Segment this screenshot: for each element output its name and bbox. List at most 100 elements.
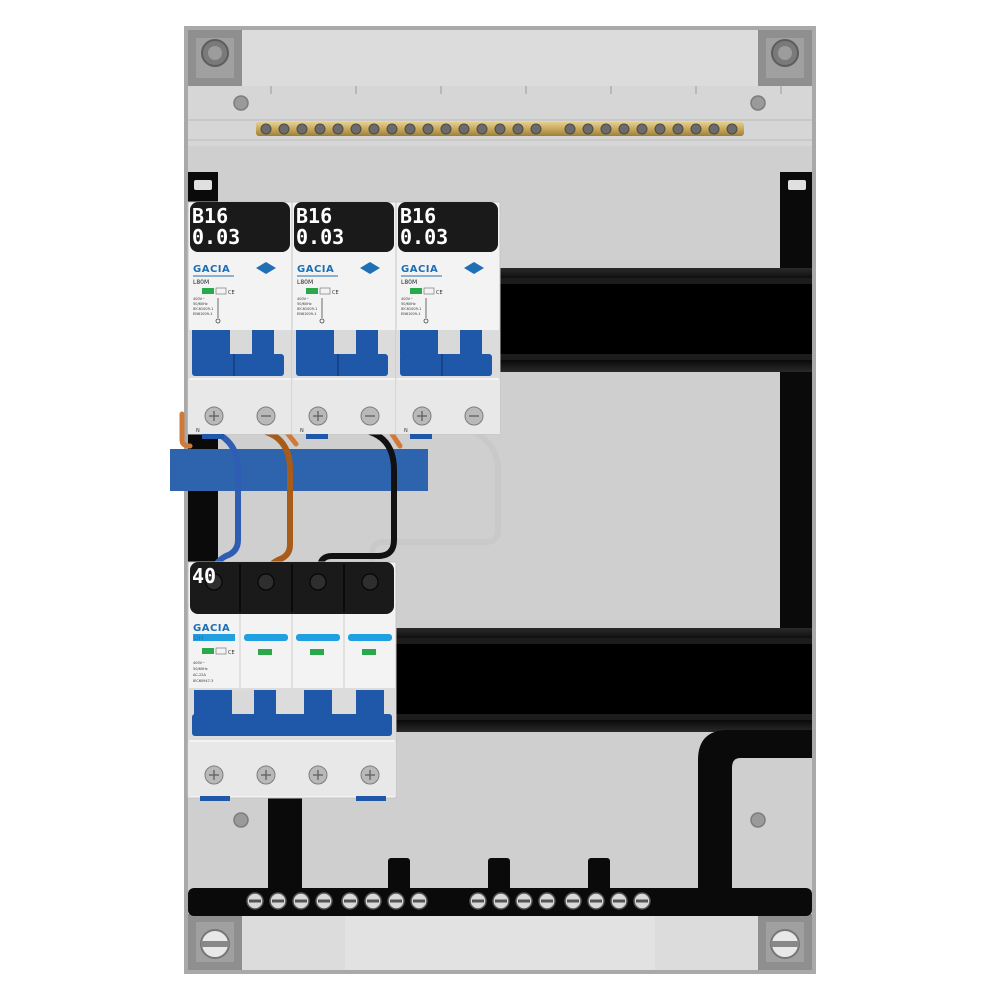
pe-terminal-screw xyxy=(708,123,720,135)
terminal-screw xyxy=(587,892,605,910)
pe-terminal-screw xyxy=(582,123,594,135)
pe-terminal-screw xyxy=(690,123,702,135)
terminal-screw xyxy=(315,892,333,910)
dh-band xyxy=(193,634,235,641)
terminal-screw xyxy=(204,406,224,426)
pe-terminal-screw xyxy=(564,123,576,135)
neutral-terminal-mark: N xyxy=(404,428,408,434)
switch-terminals xyxy=(188,742,396,796)
spec-text: EN61009-1 xyxy=(193,312,212,316)
pe-terminal-screw xyxy=(458,123,470,135)
terminal-screw xyxy=(410,892,428,910)
brand-name: GACIA xyxy=(193,623,230,634)
rcbo-module[interactable]: B160.03GACIAL80MCE400V~50/60HzIEC61009-1… xyxy=(395,201,501,439)
rcbo-sensitivity-text: 0.03 xyxy=(192,225,240,249)
terminal-screw xyxy=(515,892,533,910)
terminal-screw xyxy=(308,406,328,426)
spec-text: EN61009-1 xyxy=(401,312,420,316)
terminal-screw xyxy=(469,892,487,910)
rcbo-label xyxy=(398,202,498,252)
spec-text: 400V~ xyxy=(193,297,205,301)
ce-mark-icon: CE xyxy=(228,650,235,656)
rcbo-terminals xyxy=(292,380,396,434)
terminal-screw xyxy=(256,406,276,426)
spec-text: IEC61009-1 xyxy=(401,307,421,311)
rcbo-terminals xyxy=(188,380,292,434)
rcbo-toggle[interactable] xyxy=(400,330,492,376)
terminal-screw xyxy=(492,892,510,910)
corner-bottom-left xyxy=(188,914,242,970)
pe-terminal-screw xyxy=(386,123,398,135)
din-rail-lower xyxy=(393,628,812,732)
pe-terminal-screw xyxy=(278,123,290,135)
pe-terminal-screw xyxy=(494,123,506,135)
pe-terminal-screw xyxy=(296,123,308,135)
main-switch-toggle[interactable] xyxy=(192,690,392,736)
terminal-screw xyxy=(269,892,287,910)
spec-text: 50/60Hz xyxy=(193,667,208,671)
diamond-logo-icon xyxy=(464,262,484,274)
neutral-terminal-mark: N xyxy=(196,428,200,434)
ce-mark-icon: CE xyxy=(228,290,235,296)
model-name: L80M xyxy=(297,279,313,286)
pe-terminal-screw xyxy=(512,123,524,135)
wire-black xyxy=(317,429,397,581)
pe-terminal-screw xyxy=(260,123,272,135)
spec-text: 400V~ xyxy=(297,297,309,301)
terminal-screw xyxy=(564,892,582,910)
pe-terminal-screw xyxy=(654,123,666,135)
terminal-screw xyxy=(361,573,379,591)
status-indicator xyxy=(202,288,214,294)
spec-text: 400V~ xyxy=(401,297,413,301)
rcbo-rating-text: B16 xyxy=(400,204,436,228)
terminal-screw xyxy=(246,892,264,910)
model-name: L80M xyxy=(401,279,417,286)
brand-name: GACIA xyxy=(297,264,334,275)
terminal-screw xyxy=(292,892,310,910)
pe-terminal-screw xyxy=(314,123,326,135)
din-rail-upper xyxy=(490,268,812,372)
terminal-screw xyxy=(387,892,405,910)
status-indicator xyxy=(202,648,214,654)
pe-terminal-screw xyxy=(636,123,648,135)
pole-band xyxy=(348,634,392,641)
rcbo-rating-text: B16 xyxy=(192,204,228,228)
top-mounting-band xyxy=(188,86,812,146)
spec-text: IEC60947-3 xyxy=(193,679,213,683)
status-indicator xyxy=(258,649,272,655)
terminal-screw xyxy=(204,765,224,785)
pe-terminal-screw xyxy=(422,123,434,135)
pe-terminal-screw xyxy=(530,123,542,135)
terminal-screw xyxy=(412,406,432,426)
brand-name: GACIA xyxy=(193,264,230,275)
neutral-terminal-mark: N xyxy=(300,428,304,434)
terminal-screw xyxy=(464,406,484,426)
corner-top-right xyxy=(758,30,812,86)
rcbo-terminals xyxy=(396,380,500,434)
brand-name: GACIA xyxy=(401,264,438,275)
spec-text: 50/60Hz xyxy=(297,302,312,306)
pe-terminal-screw xyxy=(350,123,362,135)
terminal-screw xyxy=(257,573,275,591)
pe-terminal-screw xyxy=(726,123,738,135)
rcbo-module[interactable]: B160.03GACIAL80MCE400V~50/60HzIEC61009-1… xyxy=(187,201,293,439)
spec-text: 400V~ xyxy=(193,661,205,665)
terminal-screw xyxy=(360,765,380,785)
diamond-logo-icon xyxy=(360,262,380,274)
rcbo-toggle[interactable] xyxy=(192,330,284,376)
rcbo-toggle[interactable] xyxy=(296,330,388,376)
terminal-screw xyxy=(538,892,556,910)
terminal-screw xyxy=(633,892,651,910)
rcbo-module[interactable]: B160.03GACIAL80MCE400V~50/60HzIEC61009-1… xyxy=(291,201,397,439)
rcbo-group: B160.03GACIAL80MCE400V~50/60HzIEC61009-1… xyxy=(187,201,501,439)
terminal-screw xyxy=(308,765,328,785)
pole-band xyxy=(296,634,340,641)
pe-terminal-screw xyxy=(672,123,684,135)
wiring xyxy=(179,411,501,581)
pe-terminal-screw xyxy=(440,123,452,135)
ce-mark-icon: CE xyxy=(436,290,443,296)
spec-text: EN61009-1 xyxy=(297,312,316,316)
comb-busbar xyxy=(170,449,428,491)
